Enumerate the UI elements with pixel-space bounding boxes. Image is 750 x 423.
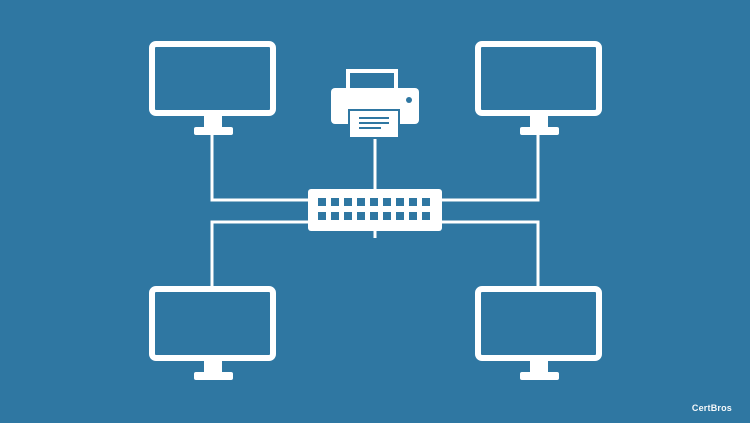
watermark-text: CertBros (691, 403, 732, 413)
monitor-icon (149, 41, 276, 135)
link-top-left (210, 132, 310, 202)
link-bottom-right (442, 220, 540, 289)
switch-ports (318, 198, 430, 220)
monitor-icon (475, 286, 602, 380)
link-bottom-left (210, 220, 310, 289)
link-top-right (442, 132, 540, 202)
printer-icon (331, 69, 419, 139)
connections (210, 132, 540, 289)
monitor-icon (475, 41, 602, 135)
monitor-icon (149, 286, 276, 380)
switch-icon (308, 189, 442, 231)
